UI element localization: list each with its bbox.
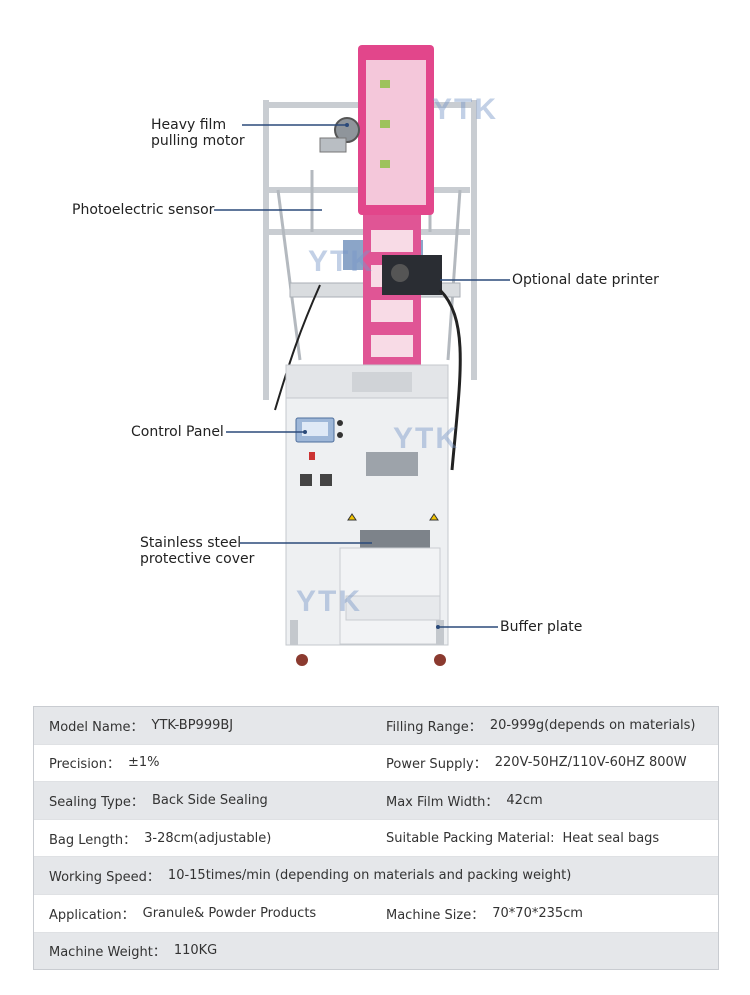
spec-row: Bag Length： 3-28cm(adjustable) Suitable … (34, 818, 718, 857)
spec-label: Sealing Type： (49, 794, 144, 810)
spec-label: Suitable Packing Material: (386, 830, 555, 846)
spec-label: Filling Range： (386, 719, 482, 735)
spec-label: Bag Length： (49, 832, 137, 848)
spec-value: 110KG (173, 943, 218, 959)
spec-row: Model Name： YTK-BP999BJ Filling Range： 2… (34, 707, 718, 744)
spec-value: 3-28cm(adjustable) (144, 830, 272, 846)
spec-cell: Sealing Type： Back Side Sealing (49, 782, 268, 819)
spec-cell: Max Film Width： 42cm (386, 782, 543, 819)
spec-cell: Model Name： YTK-BP999BJ (49, 707, 233, 744)
spec-value: 42cm (506, 792, 543, 808)
spec-value: ±1% (128, 755, 160, 771)
watermark-text: YTK (432, 93, 498, 126)
callout-line: Heavy film (151, 117, 227, 133)
spec-cell: Bag Length： 3-28cm(adjustable) (49, 820, 271, 857)
spec-row: Precision： ±1% Power Supply： 220V-50HZ/1… (34, 743, 718, 782)
spec-label: Working Speed： (49, 870, 160, 886)
spec-label: Power Supply： (386, 757, 487, 773)
spec-value: Granule& Powder Products (142, 905, 317, 921)
spec-row: Machine Weight： 110KG (34, 931, 718, 970)
spec-cell: Suitable Packing Material: Heat seal bag… (386, 820, 659, 857)
spec-table: Model Name： YTK-BP999BJ Filling Range： 2… (33, 706, 719, 971)
watermark-text: YTK (308, 245, 374, 278)
spec-value: 20-999g(depends on materials) (489, 717, 696, 733)
spec-cell: Machine Weight： 110KG (49, 933, 217, 970)
spec-value: Heat seal bags (562, 830, 660, 846)
spec-label: Application： (49, 907, 135, 923)
machine-figure: YTK YTK YTK YTK Heavy film pulling motor… (72, 45, 659, 666)
callout-line: protective cover (140, 551, 255, 567)
callout-control-panel: Control Panel (131, 424, 224, 440)
spec-label: Max Film Width： (386, 794, 499, 810)
spec-label: Machine Weight： (49, 945, 166, 961)
spec-cell: Filling Range： 20-999g(depends on materi… (386, 707, 696, 744)
watermark-text: YTK (393, 422, 459, 455)
spec-value: Back Side Sealing (151, 792, 268, 808)
spec-value: 220V-50HZ/110V-60HZ 800W (494, 755, 687, 771)
packing-machine-illustration (214, 45, 510, 666)
spec-label: Precision： (49, 757, 121, 773)
spec-cell: Working Speed： 10-15times/min (depending… (49, 857, 571, 894)
spec-value: 70*70*235cm (492, 905, 583, 921)
spec-row: Working Speed： 10-15times/min (depending… (34, 856, 718, 894)
spec-label: Machine Size： (386, 907, 485, 923)
spec-cell: Power Supply： 220V-50HZ/110V-60HZ 800W (386, 745, 687, 782)
callout-line: pulling motor (151, 133, 245, 149)
spec-label: Model Name： (49, 719, 144, 735)
callout-cover: Stainless steel protective cover (140, 535, 254, 567)
spec-cell: Application： Granule& Powder Products (49, 895, 316, 932)
callout-line: Stainless steel (140, 535, 242, 551)
callout-photo-sensor: Photoelectric sensor (72, 202, 215, 218)
callout-date-printer: Optional date printer (512, 272, 659, 288)
spec-value: YTK-BP999BJ (151, 717, 234, 733)
spec-cell: Precision： ±1% (49, 745, 160, 782)
spec-cell: Machine Size： 70*70*235cm (386, 895, 583, 932)
watermark-text: YTK (296, 585, 362, 618)
callout-buffer-plate: Buffer plate (500, 619, 583, 635)
spec-value: 10-15times/min (depending on materials a… (167, 868, 572, 884)
callout-film-motor: Heavy film pulling motor (151, 117, 245, 149)
spec-row: Sealing Type： Back Side Sealing Max Film… (34, 781, 718, 819)
spec-row: Application： Granule& Powder Products Ma… (34, 893, 718, 932)
